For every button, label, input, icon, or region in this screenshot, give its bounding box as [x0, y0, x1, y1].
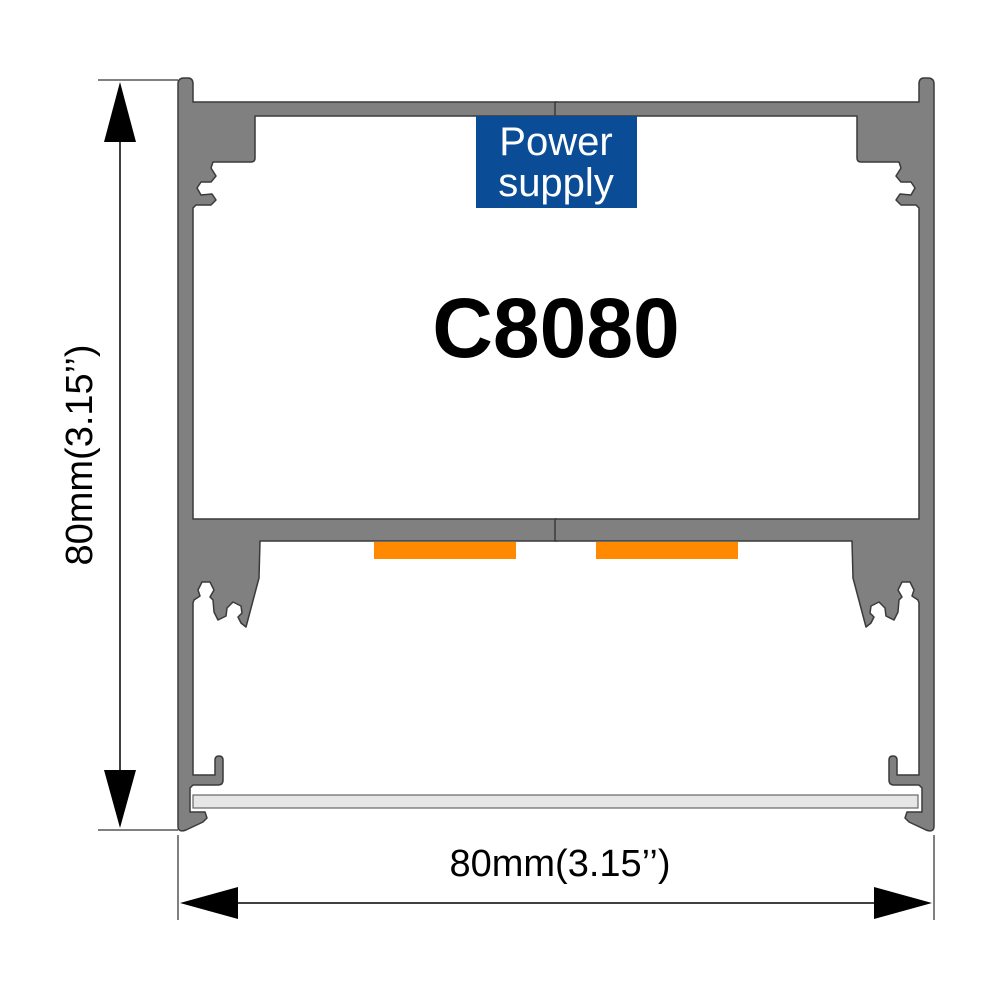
led-strip-left	[374, 542, 516, 559]
power-supply-label-line1: Power	[499, 120, 612, 164]
height-dimension-label: 80mm(3.15’’)	[59, 344, 101, 565]
arrow-right-icon	[874, 887, 932, 919]
width-dimension-label: 80mm(3.15’’)	[449, 843, 670, 885]
power-supply-box	[476, 116, 637, 208]
model-label: C8080	[432, 281, 680, 375]
profile-left-half	[177, 77, 558, 832]
arrow-up-icon	[104, 82, 136, 142]
led-strip-right	[596, 542, 738, 559]
aluminium-profile	[177, 77, 935, 832]
height-dimension: 80mm(3.15’’)	[59, 79, 178, 831]
power-supply-label-line2: supply	[498, 161, 614, 205]
diffuser-cover	[192, 794, 919, 809]
arrow-down-icon	[104, 770, 136, 828]
width-dimension: 80mm(3.15’’)	[177, 835, 935, 920]
arrow-left-icon	[180, 887, 238, 919]
